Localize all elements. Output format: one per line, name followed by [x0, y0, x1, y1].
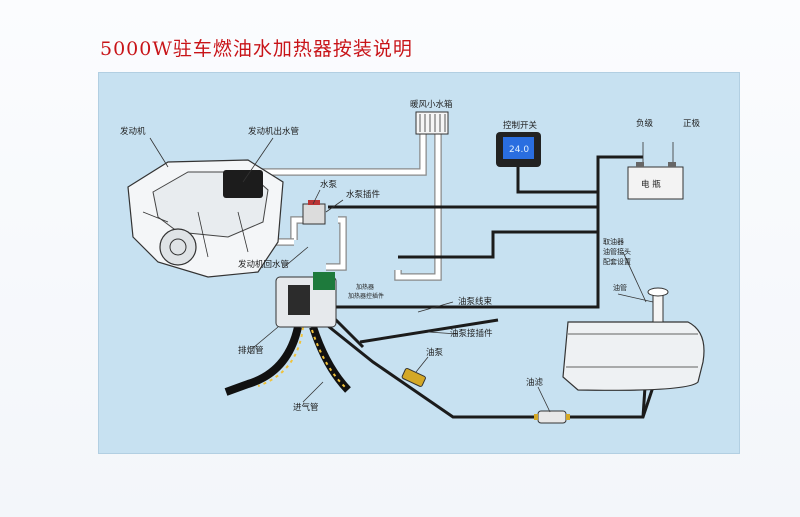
label-pump-plug: 水泵插件: [346, 189, 381, 200]
installation-diagram: 24.0: [120, 99, 705, 424]
label-water-pump: 水泵: [320, 179, 338, 190]
fuel-pump-icon: [401, 367, 426, 387]
label-exhaust: 排烟管: [238, 345, 264, 356]
control-switch-icon: 24.0: [496, 132, 541, 167]
water-pump-icon: [302, 200, 326, 225]
label-engine-outlet: 发动机出水管: [248, 126, 299, 137]
label-wire-harness: 油泵线束: [458, 296, 493, 307]
label-tank-fitting-1: 取油器: [603, 237, 624, 246]
leader-lines: [149, 137, 654, 413]
label-fuel-filter: 油滤: [526, 377, 544, 388]
label-negative: 负级: [636, 118, 654, 129]
label-radiator: 暖风小水箱: [410, 99, 453, 110]
label-tank-fitting-2: 油管接头: [603, 247, 631, 256]
fuel-filter-icon: [534, 410, 570, 424]
display-readout: 24.0: [509, 145, 529, 155]
label-control-switch: 控制开关: [503, 120, 538, 131]
page-title: 5000W驻车燃油水加热器按装说明: [100, 38, 413, 60]
engine-illustration: [127, 159, 284, 278]
heater-unit-icon: [275, 272, 337, 328]
fuel-tank-icon: [562, 287, 705, 391]
label-ctrl-plug-2: 加热器控插件: [348, 292, 384, 300]
radiator-icon: [415, 111, 449, 135]
label-tank-fitting-3: 配套设置: [603, 257, 631, 266]
label-engine-return: 发动机回水管: [238, 259, 289, 270]
label-intake: 进气管: [293, 402, 319, 413]
label-fuel-pump-plug: 油泵接插件: [450, 328, 493, 339]
label-fuel-pick: 油管: [613, 283, 627, 292]
label-positive: 正极: [683, 118, 701, 129]
label-battery: 电 瓶: [641, 179, 661, 190]
battery-icon: [627, 142, 684, 200]
exhaust-intake-pipes: [224, 325, 351, 396]
label-engine: 发动机: [120, 126, 146, 137]
label-ctrl-plug-1: 加热器: [356, 283, 374, 291]
label-fuel-pump: 油泵: [426, 347, 444, 358]
